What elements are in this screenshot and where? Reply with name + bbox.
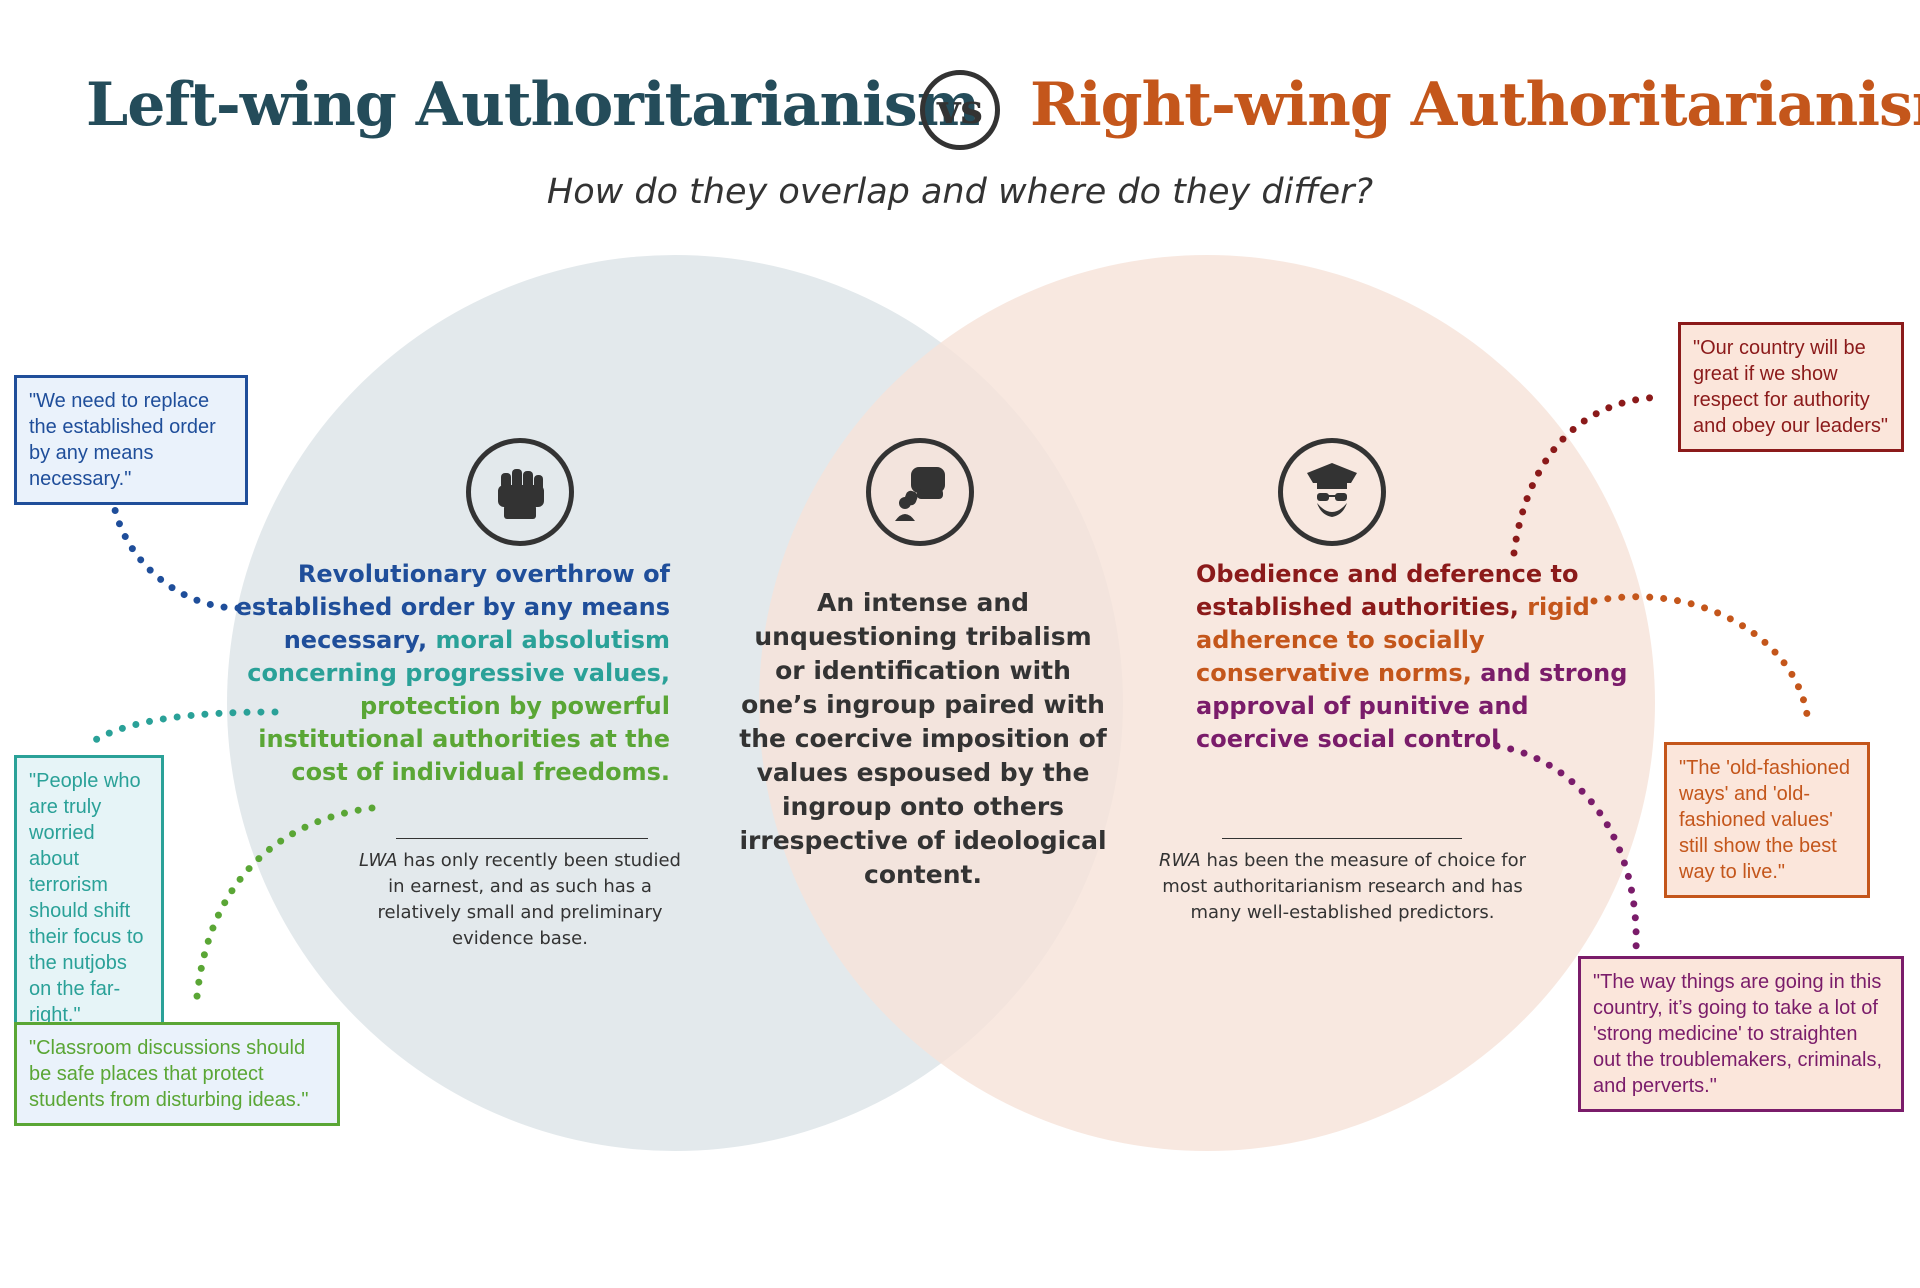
rwa-divider — [1222, 838, 1462, 839]
rwa-trait-punitive-control: and strong approval of punitive and coer… — [1196, 659, 1628, 753]
rwa-note-text: has been the measure of choice for most … — [1162, 850, 1527, 923]
rwa-separator-1: , — [1509, 593, 1519, 621]
rwa-trait-conservative-norms: rigid adherence to socially conservative… — [1196, 593, 1590, 687]
connector-teal — [88, 708, 279, 746]
overlap-description: An intense and unquestioning tribalism o… — [739, 588, 1107, 889]
lwa-note: LWA has only recently been studied in ea… — [350, 848, 690, 952]
quote-box-orange: "The 'old-fashioned ways' and 'old-fashi… — [1664, 742, 1870, 898]
raised-fist-icon — [466, 438, 574, 546]
hand-pointing-at-person-icon — [866, 438, 974, 546]
rwa-trait-obedience: Obedience and deference to established a… — [1196, 560, 1579, 621]
title-left-wing: Left-wing Authoritarianism — [86, 70, 980, 140]
rwa-description: Obedience and deference to established a… — [1196, 558, 1636, 756]
lwa-note-text: has only recently been studied in earnes… — [377, 850, 681, 949]
lwa-trait-overthrow: Revolutionary overthrow of established o… — [235, 560, 670, 654]
lwa-description: Revolutionary overthrow of established o… — [230, 558, 670, 789]
lwa-divider — [396, 838, 648, 839]
lwa-separator: , — [417, 626, 428, 654]
rwa-note-abbr: RWA — [1158, 850, 1201, 871]
connector-purple — [1493, 742, 1640, 954]
police-officer-icon — [1278, 438, 1386, 546]
connector-navy — [108, 490, 242, 612]
quote-box-green: "Classroom discussions should be safe pl… — [14, 1022, 340, 1126]
right-circle — [759, 255, 1655, 1151]
quote-box-teal: "People who are truly worried about terr… — [14, 755, 164, 1041]
quote-box-maroon: "Our country will be great if we show re… — [1678, 322, 1904, 452]
quote-box-navy: "We need to replace the established orde… — [14, 375, 248, 505]
rwa-note: RWA has been the measure of choice for m… — [1150, 848, 1535, 926]
quote-box-purple: "The way things are going in this countr… — [1578, 956, 1904, 1112]
rwa-separator-2: , — [1462, 659, 1472, 687]
subtitle: How do they overlap and where do they di… — [546, 172, 1374, 212]
vs-badge: vs — [920, 70, 1000, 150]
lwa-note-abbr: LWA — [359, 850, 398, 871]
lwa-trait-moral-absolutism: moral absolutism concerning progressive … — [247, 626, 670, 687]
connector-orange — [1590, 593, 1812, 726]
lwa-trait-institutional-protection: protection by powerful institutional aut… — [258, 692, 670, 786]
title-right-wing: Right-wing Authoritarianism — [1030, 70, 1920, 140]
